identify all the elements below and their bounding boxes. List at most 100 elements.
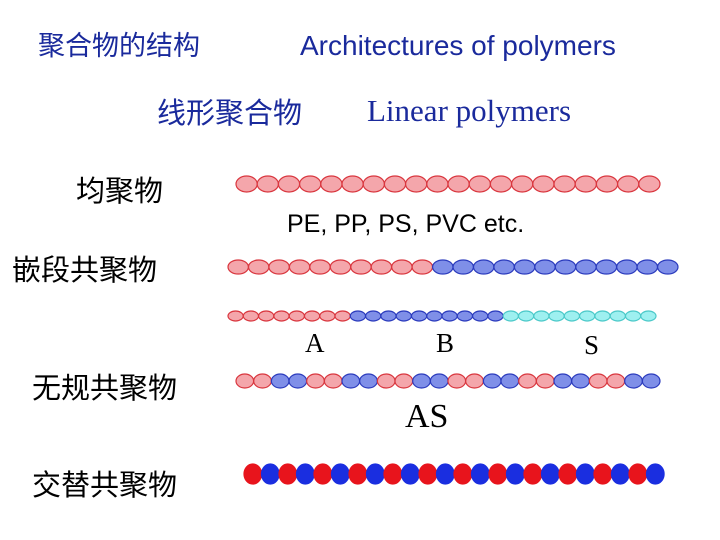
monomer-unit-r [593,463,613,485]
monomer-unit-b [500,373,520,389]
monomer-unit-b [426,310,443,322]
subtitle-chinese: 线形聚合物 [157,96,303,130]
monomer-unit-u [295,463,315,485]
monomer-unit-b [493,259,515,275]
monomer-unit-b [412,373,431,389]
monomer-unit-b [441,310,458,322]
monomer-unit-s [563,310,581,322]
monomer-unit-a [511,175,534,193]
monomer-unit-u [610,463,630,485]
monomer-unit-a [376,373,396,389]
random-copolymer-label: 无规共聚物 [32,371,178,405]
monomer-unit-a [465,373,484,389]
monomer-unit-a [350,259,372,275]
monomer-unit-b [380,310,397,322]
monomer-unit-a [535,373,555,389]
monomer-unit-b [571,373,590,389]
monomer-unit-a [258,310,275,322]
monomer-unit-u [435,463,455,485]
monomer-unit-a [405,175,428,193]
monomer-unit-s [579,310,596,322]
monomer-unit-b [624,373,643,389]
title-english: Architectures of polymers [300,30,616,61]
monomer-unit-b [429,373,449,389]
monomer-unit-a [306,373,325,389]
monomer-unit-a [362,175,385,193]
monomer-unit-a [320,175,343,193]
monomer-unit-a [468,175,491,193]
monomer-unit-a [553,175,576,193]
monomer-s-label: S [584,330,600,360]
monomer-unit-b [554,259,577,275]
monomer-unit-a [288,259,311,275]
monomer-unit-b [595,259,618,275]
monomer-unit-u [470,463,490,485]
monomer-unit-b [452,259,474,275]
monomer-unit-r [278,463,298,485]
homopolymer-chain [235,175,661,193]
monomer-unit-r [383,463,403,485]
homopolymer-examples: PE, PP, PS, PVC etc. [287,210,525,238]
monomer-unit-a [329,259,352,275]
monomer-unit-a [334,310,351,322]
monomer-unit-s [609,310,627,322]
monomer-unit-u [505,463,525,485]
random-copolymer-chain [235,373,661,389]
title-chinese: 聚合物的结构 [38,31,200,62]
monomer-unit-r [243,463,263,485]
monomer-unit-a [235,175,258,193]
monomer-unit-a [370,259,393,275]
monomer-unit-a [588,373,608,389]
monomer-unit-a [227,259,249,275]
monomer-unit-b [636,259,659,275]
monomer-unit-a [595,175,619,193]
monomer-unit-b [482,373,502,389]
monomer-unit-s [640,310,657,322]
monomer-a-label: A [305,328,325,358]
monomer-unit-a [447,175,470,193]
monomer-unit-a [341,175,364,193]
monomer-unit-u [330,463,350,485]
monomer-unit-r [418,463,438,485]
monomer-unit-a [532,175,555,193]
monomer-unit-u [645,463,665,485]
monomer-unit-a [277,175,301,193]
monomer-unit-b [359,373,378,389]
monomer-unit-a [574,175,598,193]
monomer-unit-b [616,259,638,275]
monomer-unit-b [365,310,382,322]
monomer-unit-a [391,259,413,275]
alternating-copolymer-chain [243,463,665,485]
monomer-unit-r [453,463,473,485]
monomer-unit-b [431,259,454,275]
monomer-unit-r [313,463,333,485]
subtitle-english: Linear polymers [367,93,572,128]
monomer-unit-u [575,463,595,485]
monomer-unit-a [288,310,305,322]
monomer-unit-a [253,373,272,389]
monomer-unit-b [487,310,504,322]
monomer-unit-s [624,310,642,322]
monomer-unit-a [273,310,290,322]
monomer-unit-a [299,175,322,193]
monomer-unit-a [426,175,449,193]
monomer-unit-a [309,259,331,275]
monomer-unit-u [260,463,280,485]
monomer-unit-b [513,259,536,275]
monomer-b-label: B [436,328,455,358]
monomer-unit-b [575,259,597,275]
monomer-unit-b [472,310,489,322]
monomer-unit-a [617,175,640,193]
monomer-unit-a [394,373,414,389]
monomer-unit-s [594,310,611,322]
monomer-unit-b [288,373,308,389]
monomer-unit-r [348,463,368,485]
monomer-unit-b [395,310,412,322]
monomer-unit-a [606,373,626,389]
monomer-unit-s [548,310,565,322]
monomer-unit-b [553,373,573,389]
monomer-unit-b [410,310,428,322]
block-copolymer-chain [227,259,679,275]
monomer-unit-b [349,310,367,322]
copolymer-as-label: AS [405,398,449,435]
